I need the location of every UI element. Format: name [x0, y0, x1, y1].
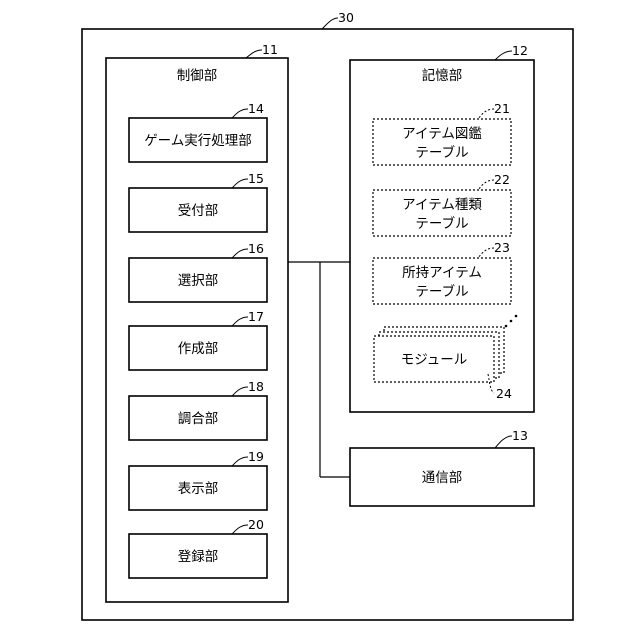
- control-unit-17-label: 作成部: [178, 341, 219, 357]
- control-unit-16-label: 選択部: [178, 273, 219, 289]
- control-unit-20-ref: 20: [248, 517, 264, 532]
- control-unit-16-ref: 16: [248, 241, 264, 256]
- system-ref: 30: [338, 10, 354, 25]
- control-unit-14-ref: 14: [248, 101, 264, 116]
- storage-table-21-line2: テーブル: [415, 144, 468, 161]
- storage-table-22-line2: テーブル: [415, 215, 468, 232]
- control-unit-15-ref: 15: [248, 171, 264, 186]
- storage-table-23-line1: 所持アイテム: [402, 265, 482, 281]
- control-ref: 11: [262, 42, 278, 57]
- storage-tables: アイテム図鑑テーブル 21 アイテム種類テーブル 22 所持アイテムテーブル 23: [373, 101, 511, 304]
- storage-table-23-ref: 23: [494, 240, 510, 255]
- control-unit-18-label: 調合部: [178, 411, 219, 427]
- module-label: モジュール: [401, 352, 468, 368]
- control-unit-15-label: 受付部: [178, 203, 219, 219]
- module-ellipsis-dot-3: [515, 315, 518, 318]
- system-ref-leader: [322, 18, 338, 29]
- control-unit-14-label: ゲーム実行処理部: [144, 133, 252, 149]
- communication-ref: 13: [512, 428, 528, 443]
- storage-table-22-ref: 22: [494, 172, 510, 187]
- storage-title: 記憶部: [422, 67, 463, 84]
- storage-table-22-line1: アイテム種類: [402, 197, 482, 213]
- storage-table-21-line1: アイテム図鑑: [402, 125, 482, 142]
- communication-label: 通信部: [422, 470, 463, 486]
- storage-ref: 12: [512, 43, 528, 58]
- control-unit-19-label: 表示部: [178, 481, 219, 497]
- storage-table-23-line2: テーブル: [415, 283, 468, 300]
- module-ellipsis-dot-2: [510, 320, 513, 323]
- control-unit-19-ref: 19: [248, 449, 264, 464]
- module-ellipsis-dot-1: [505, 325, 508, 328]
- module-ref: 24: [496, 386, 512, 401]
- control-unit-18-ref: 18: [248, 379, 264, 394]
- control-unit-17-ref: 17: [248, 309, 264, 324]
- control-title: 制御部: [177, 68, 218, 84]
- control-unit-20-label: 登録部: [178, 549, 219, 565]
- storage-table-21-ref: 21: [494, 101, 510, 116]
